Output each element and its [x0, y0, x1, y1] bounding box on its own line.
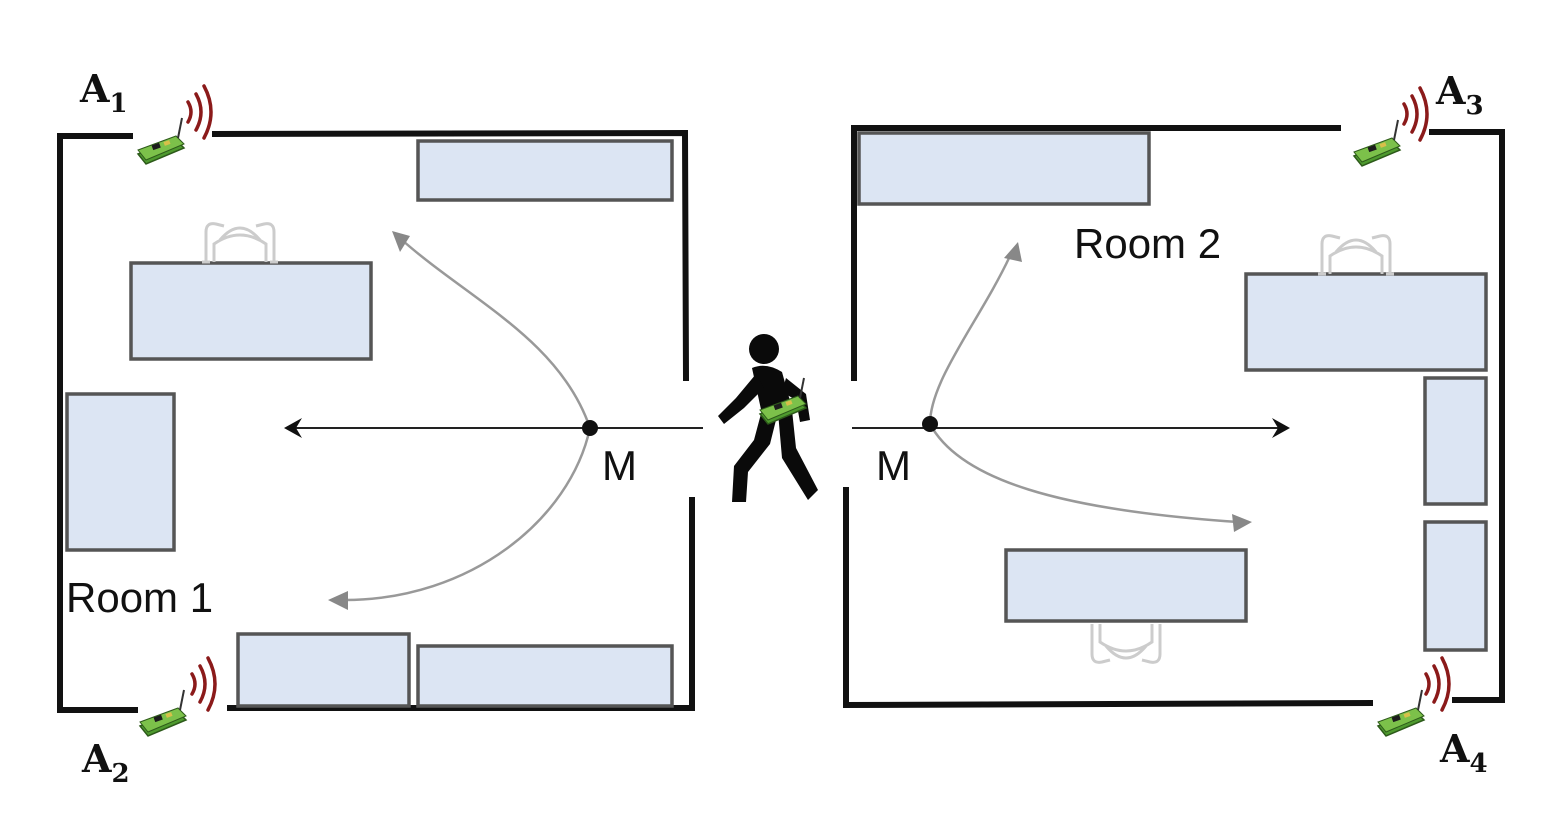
room-2-point-m — [922, 416, 938, 432]
chair-icon — [1090, 622, 1162, 664]
walking-person-icon — [718, 334, 818, 502]
room-2-arrow-up — [1004, 242, 1022, 262]
anchor-a3-label: A3 — [1435, 68, 1484, 121]
chair-icon — [1316, 234, 1396, 276]
room-2-cabinet-right-top — [1423, 376, 1488, 506]
room-2-cabinet-right-bottom — [1423, 520, 1488, 652]
signal-waves-icon — [190, 656, 217, 712]
chair-icon — [200, 222, 280, 264]
signal-waves-icon — [1424, 656, 1451, 712]
room-1-point-m — [582, 420, 598, 436]
room-1-cabinet-bottom-right — [416, 644, 674, 708]
room-2-arrow-left — [1272, 418, 1290, 438]
room-1: M Room 1 — [57, 129, 703, 713]
room-2-walls — [843, 125, 1505, 709]
wireless-sensor-node-icon — [137, 117, 185, 165]
room-1-desk — [129, 261, 373, 361]
anchor-a2: A2 — [81, 656, 217, 789]
room-2-point-label: M — [876, 442, 911, 489]
anchor-a2-label: A2 — [81, 736, 130, 789]
room-1-cabinet-left — [65, 392, 176, 552]
room-1-arrow-up — [392, 231, 410, 252]
room-2-desk-right — [1244, 272, 1488, 372]
signal-waves-icon — [186, 84, 213, 140]
anchor-a1-label: A1 — [79, 66, 128, 119]
wireless-sensor-node-icon — [139, 689, 187, 737]
room-2-trajectory-curve — [928, 255, 1239, 524]
room-2-arrow-right — [1232, 514, 1252, 532]
wireless-sensor-node-icon — [1353, 119, 1401, 167]
room-1-arrow-down — [328, 591, 348, 610]
room-2: M Room 2 — [843, 125, 1505, 709]
wireless-sensor-node-icon — [1377, 689, 1425, 737]
room-2-desk-bottom — [1004, 548, 1248, 623]
anchor-a3: A3 — [1353, 68, 1484, 167]
signal-waves-icon — [1402, 86, 1429, 142]
anchor-a4-label: A4 — [1439, 726, 1488, 779]
room-1-label: Room 1 — [66, 574, 213, 621]
room-1-cabinet-top — [416, 139, 674, 202]
anchor-a4: A4 — [1377, 656, 1488, 779]
room-2-cabinet-top — [857, 131, 1151, 206]
room-1-point-label: M — [602, 442, 637, 489]
room-1-walls — [57, 129, 695, 713]
room-1-arrow-left — [284, 418, 302, 438]
room-2-label: Room 2 — [1074, 220, 1221, 267]
room-1-cabinet-bottom-left — [236, 632, 411, 708]
room-1-trajectory-curve — [344, 239, 592, 602]
anchor-a1: A1 — [79, 66, 213, 165]
